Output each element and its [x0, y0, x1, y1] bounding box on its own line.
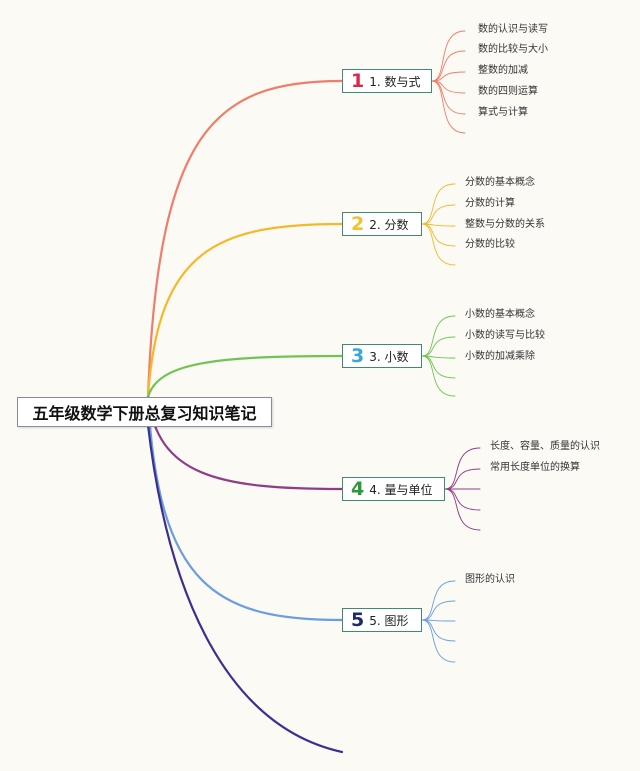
leaf-item[interactable]: 算式与计算 — [478, 107, 528, 118]
connector-line — [421, 204, 456, 225]
connector-line — [431, 30, 466, 82]
branch-number-icon: 4 — [351, 477, 365, 500]
branch-label: 1. 数与式 — [369, 74, 421, 89]
connector-line — [421, 336, 456, 357]
connector-line — [421, 600, 456, 621]
branch-node-1[interactable]: 1 1. 数与式 — [342, 69, 432, 93]
connector-line — [431, 80, 466, 115]
connector-line — [421, 619, 456, 663]
leaf-item[interactable]: 数的四则运算 — [478, 86, 538, 97]
connector-line — [421, 355, 456, 397]
branch-label: 2. 分数 — [369, 217, 409, 232]
connector-line — [146, 423, 344, 754]
branch-node-2[interactable]: 2 2. 分数 — [342, 212, 422, 236]
connector-line — [421, 223, 456, 266]
connector-line — [421, 355, 456, 379]
connector-line — [431, 71, 466, 82]
branch-label: 3. 小数 — [369, 349, 409, 364]
connector-line — [444, 447, 481, 490]
branch-number-icon: 5 — [351, 608, 365, 631]
connector-line — [146, 79, 344, 399]
leaf-item[interactable]: 分数的计算 — [465, 198, 515, 209]
leaf-item[interactable]: 整数的加减 — [478, 65, 528, 76]
branch-label: 5. 图形 — [369, 613, 409, 628]
leaf-item[interactable]: 图形的认识 — [465, 574, 515, 585]
connector-line — [444, 468, 481, 490]
branch-node-4[interactable]: 4 4. 量与单位 — [342, 477, 445, 501]
connector-line — [421, 315, 456, 357]
leaf-item[interactable]: 数的认识与读写 — [478, 24, 548, 35]
branch-node-3[interactable]: 3 3. 小数 — [342, 344, 422, 368]
leaf-item[interactable]: 常用长度单位的换算 — [490, 462, 580, 473]
connector-line — [444, 488, 481, 531]
branch-number-icon: 3 — [351, 344, 365, 367]
connector-line — [146, 222, 344, 399]
connector-line — [146, 395, 344, 622]
leaf-item[interactable]: 小数的读写与比较 — [465, 330, 545, 341]
leaf-item[interactable]: 长度、容量、质量的认识 — [490, 441, 600, 452]
connector-line — [431, 50, 466, 82]
branch-label: 4. 量与单位 — [369, 482, 433, 497]
leaf-item[interactable]: 小数的基本概念 — [465, 309, 535, 320]
branch-number-icon: 1 — [351, 69, 365, 92]
root-title: 五年级数学下册总复习知识笔记 — [32, 404, 257, 423]
connector-line — [421, 183, 456, 225]
leaf-item[interactable]: 分数的比较 — [465, 239, 515, 250]
leaf-item[interactable]: 分数的基本概念 — [465, 177, 535, 188]
connector-line — [146, 354, 344, 399]
root-node[interactable]: 五年级数学下册总复习知识笔记 — [17, 397, 272, 427]
leaf-item[interactable]: 小数的加减乘除 — [465, 351, 535, 362]
connector-line — [431, 80, 466, 134]
connector-line — [421, 223, 456, 247]
branch-number-icon: 2 — [351, 212, 365, 235]
connector-line — [444, 488, 481, 511]
branch-node-5[interactable]: 5 5. 图形 — [342, 608, 422, 632]
connector-line — [421, 619, 456, 642]
leaf-item[interactable]: 数的比较与大小 — [478, 44, 548, 55]
connector-line — [421, 580, 456, 621]
leaf-item[interactable]: 整数与分数的关系 — [465, 219, 545, 230]
